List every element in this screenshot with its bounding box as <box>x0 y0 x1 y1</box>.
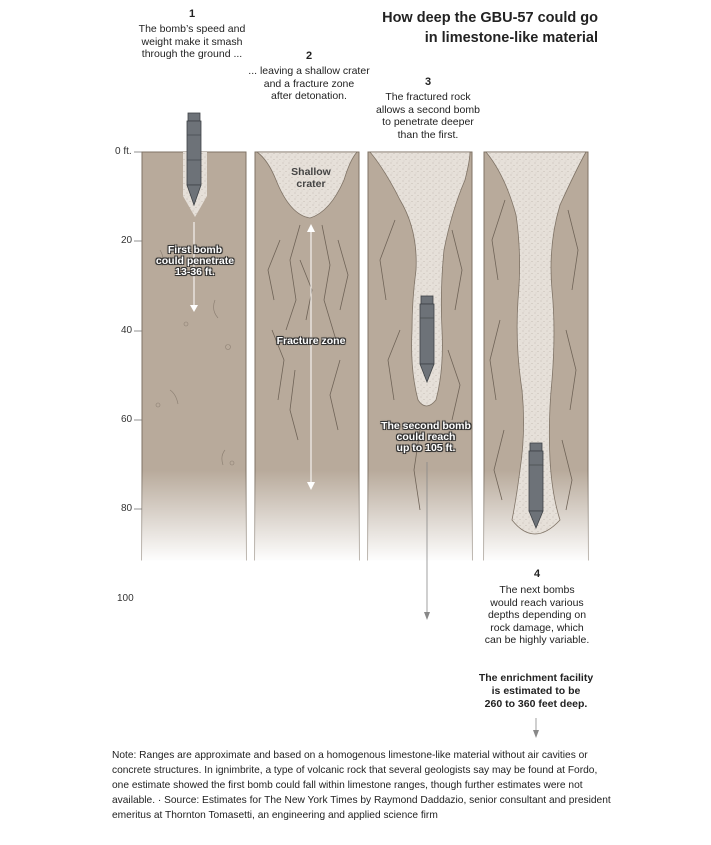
crater-label-line: crater <box>281 178 341 190</box>
step-4-line: The next bombs <box>476 584 598 597</box>
rock-column-1 <box>142 152 246 562</box>
step-4-text: The next bombs would reach various depth… <box>476 584 598 647</box>
first-bomb-label-line: 13-36 ft. <box>145 267 245 278</box>
source-note: Note: Ranges are approximate and based o… <box>112 748 612 823</box>
bomb-3-icon <box>529 443 543 528</box>
step-4-caption: 4 The next bombs would reach various dep… <box>476 568 598 647</box>
depth-axis <box>134 152 142 509</box>
rock-column-2 <box>255 152 359 562</box>
bomb-1-icon <box>187 113 201 205</box>
bomb-2-icon <box>420 296 434 382</box>
step-4-line: rock damage, which <box>476 622 598 635</box>
depth-label-80: 80 <box>121 503 132 514</box>
enrichment-facility-note: The enrichment facility is estimated to … <box>466 672 606 711</box>
first-bomb-label: First bomb could penetrate 13-36 ft. <box>145 245 245 278</box>
facility-line: is estimated to be <box>466 685 606 698</box>
depth-label-40: 40 <box>121 325 132 336</box>
step-4-number: 4 <box>476 568 598 580</box>
depth-label-100: 100 <box>117 593 134 604</box>
shallow-crater-label: Shallow crater <box>281 166 341 190</box>
second-bomb-label-line: up to 105 ft. <box>374 443 478 454</box>
second-bomb-label: The second bomb could reach up to 105 ft… <box>374 421 478 454</box>
step-4-line: can be highly variable. <box>476 634 598 647</box>
rock-column-3 <box>368 152 472 620</box>
fracture-zone-label: Fracture zone <box>266 336 356 347</box>
facility-arrow <box>533 718 539 738</box>
step-4-line: would reach various <box>476 597 598 610</box>
depth-label-60: 60 <box>121 414 132 425</box>
facility-line: The enrichment facility <box>466 672 606 685</box>
depth-label-20: 20 <box>121 235 132 246</box>
step-4-line: depths depending on <box>476 609 598 622</box>
facility-line: 260 to 360 feet deep. <box>466 698 606 711</box>
depth-label-0: 0 ft. <box>115 146 132 157</box>
crater-label-line: Shallow <box>281 166 341 178</box>
